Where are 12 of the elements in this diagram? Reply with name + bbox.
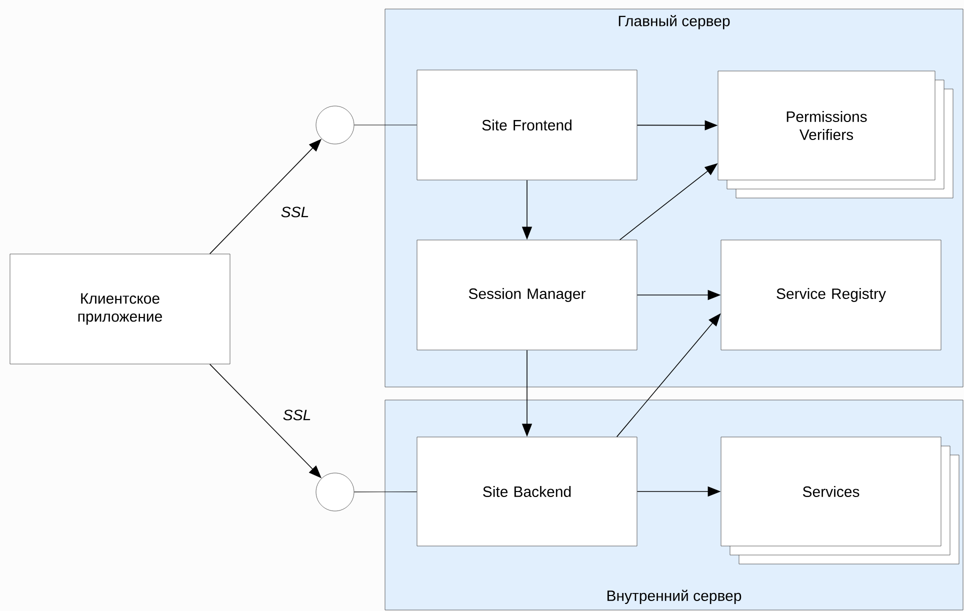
process-box: Service Registry bbox=[720, 240, 942, 350]
process-box: Session Manager bbox=[416, 240, 638, 350]
stacked-box: Permissions Verifiers bbox=[718, 70, 954, 198]
process-box: Site Backend bbox=[416, 436, 638, 546]
process-box: Site Frontend bbox=[416, 70, 638, 180]
connector-line bbox=[354, 124, 418, 126]
stacked-box: Services bbox=[720, 436, 960, 564]
process-box: Клиентское приложение bbox=[10, 254, 230, 364]
edge-label: SSL bbox=[280, 206, 310, 218]
interface-circle bbox=[316, 472, 354, 512]
interface-circle bbox=[316, 106, 354, 144]
edge-label: SSL bbox=[282, 408, 312, 422]
